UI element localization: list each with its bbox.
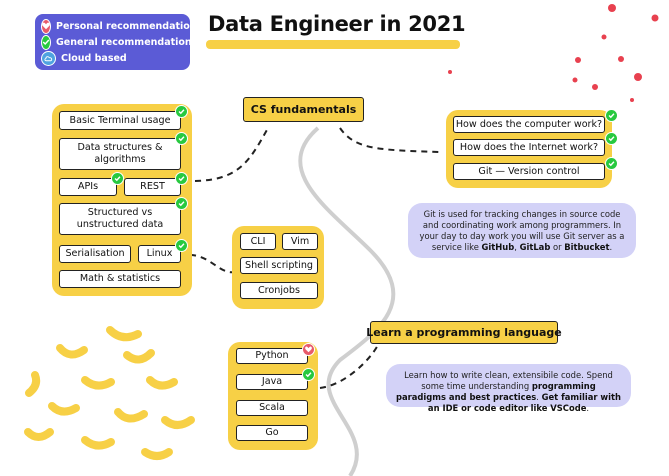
node-rest[interactable]: REST [124,178,181,196]
heart-icon [41,18,51,34]
note-text: Learn how to write clean, extensibile co… [404,370,613,391]
node-vim[interactable]: Vim [282,233,318,250]
note-text: Git is used for tracking changes in sour… [419,209,625,252]
group-cs-basics [52,104,192,296]
node-linux[interactable]: Linux [138,245,181,263]
node-data-structures[interactable]: Data structures & algorithms [59,138,181,170]
node-apis[interactable]: APIs [59,178,117,196]
check-icon [605,109,618,122]
node-git[interactable]: Git — Version control [453,163,605,180]
page-title: Data Engineer in 2021 [208,12,466,36]
note-bold: GitHub [481,242,515,252]
connector-cs-right [339,127,441,153]
legend: Personal recommendation General recommen… [35,14,197,70]
connector-lang [319,344,379,389]
road-path [298,126,396,476]
note-text: , [514,242,520,252]
note-bold: programming paradigms and best practices [396,381,596,402]
node-python[interactable]: Python [236,348,308,364]
node-cronjobs[interactable]: Cronjobs [240,282,318,299]
connector-linux [189,254,236,274]
legend-item-personal: Personal recommendation [41,18,197,34]
note-text: . [609,242,613,252]
confetti-dots [448,4,659,102]
check-icon [302,368,315,381]
check-icon [605,132,618,145]
cloud-icon [41,50,56,66]
check-icon [175,172,188,185]
node-scala[interactable]: Scala [236,400,308,416]
heart-icon [302,343,315,356]
check-icon [175,239,188,252]
confetti-arcs [24,326,195,460]
node-terminal[interactable]: Basic Terminal usage [59,111,181,130]
heading-programming-language[interactable]: Learn a programming language [366,321,562,344]
node-cli[interactable]: CLI [240,233,276,250]
note-bold: GitLab [519,242,551,252]
node-structured-data[interactable]: Structured vs unstructured data [59,203,181,235]
note-bold: VSCode [550,403,587,413]
note-bold: Bitbucket [564,242,610,252]
note-text: . [536,392,542,402]
heading-cs-fundamentals[interactable]: CS fundamentals [243,97,364,122]
note-git: Git is used for tracking changes in sour… [408,203,636,258]
node-shell-scripting[interactable]: Shell scripting [240,257,318,274]
note-text: . [586,403,590,413]
legend-label-personal: Personal recommendation [56,20,197,32]
legend-item-general: General recommendation [41,34,192,50]
legend-label-general: General recommendation [56,36,192,48]
node-serialisation[interactable]: Serialisation [59,245,131,263]
legend-label-cloud: Cloud based [61,52,127,64]
check-icon [41,34,51,50]
node-math[interactable]: Math & statistics [59,270,181,288]
check-icon [605,157,618,170]
check-icon [111,172,124,185]
node-computer-work[interactable]: How does the computer work? [453,116,605,133]
check-icon [175,105,188,118]
node-go[interactable]: Go [236,425,308,441]
check-icon [175,197,188,210]
note-programming: Learn how to write clean, extensibile co… [386,364,631,413]
note-text: or [550,242,565,252]
legend-item-cloud: Cloud based [41,50,184,66]
check-icon [175,132,188,145]
node-java[interactable]: Java [236,374,308,390]
node-internet-work[interactable]: How does the Internet work? [453,139,605,156]
note-bold: Get familiar with an IDE or code editor … [427,392,621,413]
connector-cs-left [194,127,269,182]
